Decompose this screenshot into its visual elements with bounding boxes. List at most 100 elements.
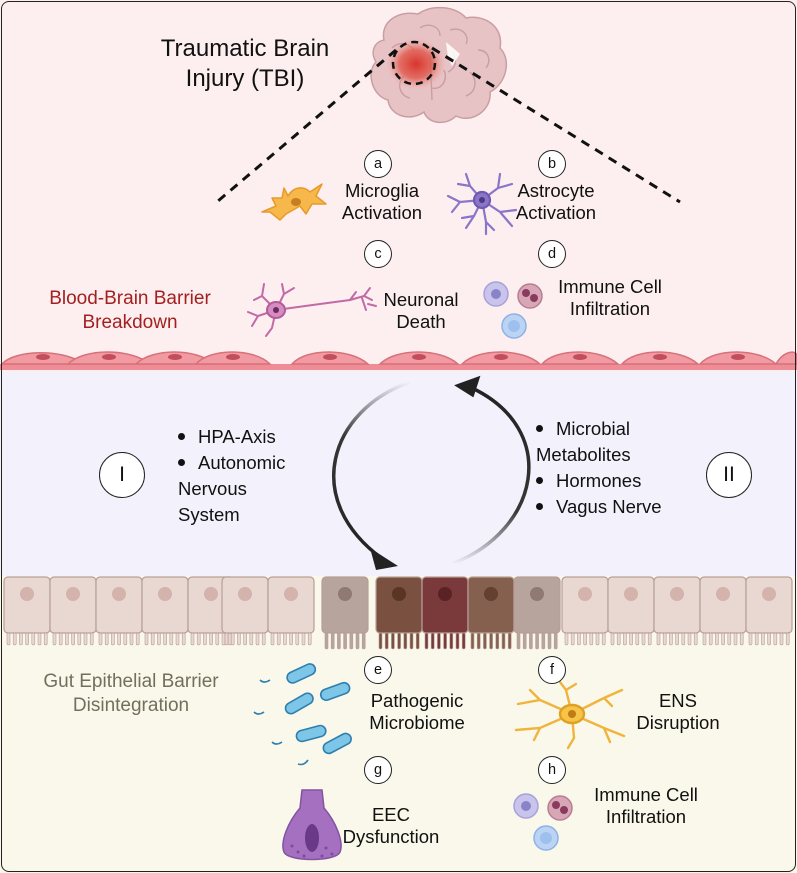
epithelial-cell — [221, 576, 269, 634]
epithelial-cell — [421, 576, 469, 634]
epithelial-nucleus — [238, 587, 252, 601]
epithelial-cell — [49, 576, 97, 634]
microvillus — [415, 632, 420, 650]
epithelial-nucleus — [530, 587, 544, 601]
microvillus — [77, 632, 82, 646]
arrow-head-down — [370, 548, 398, 570]
bullet-icon — [178, 458, 185, 466]
microvillus — [135, 632, 140, 646]
pathway-II-badge: II — [706, 452, 752, 498]
microvillus — [754, 632, 759, 646]
microvillus — [221, 632, 226, 646]
epithelial-cell — [3, 576, 51, 634]
microvillus — [430, 632, 435, 650]
bullet-icon — [178, 432, 185, 440]
microglia-activation-label: Microglia Activation — [341, 180, 423, 223]
microglia-icon — [261, 183, 327, 221]
endothelial-layer — [0, 351, 797, 370]
microvillus — [662, 632, 667, 646]
microvillus — [715, 632, 719, 646]
microvillus — [301, 632, 306, 646]
microvillus — [157, 632, 161, 646]
microvillus — [708, 632, 713, 646]
page-title: Traumatic Brain Injury (TBI) — [160, 35, 330, 92]
microvillus — [564, 632, 569, 646]
microvillus — [595, 632, 600, 646]
microvillus — [507, 632, 512, 650]
epithelial-nucleus — [438, 587, 452, 601]
microvillus — [283, 632, 287, 646]
brain-icon — [370, 6, 508, 124]
microvillus — [610, 632, 615, 646]
bullet-icon — [536, 502, 543, 510]
arrow-gut-to-brain — [451, 386, 531, 566]
microvillus — [337, 632, 341, 650]
microvillus — [237, 632, 241, 646]
microvillus — [727, 632, 732, 646]
immune-cell-infiltration-gut-label: Immune Cell Infiltration — [594, 784, 698, 827]
epithelial-nucleus — [284, 587, 298, 601]
epithelial-cell — [467, 576, 515, 634]
epithelial-nucleus — [762, 587, 776, 601]
microvillus — [104, 632, 109, 646]
microvillus — [547, 632, 552, 650]
microvillus — [589, 632, 594, 646]
neuronal-death-label: Neuronal Death — [383, 289, 459, 332]
microvillus — [175, 632, 180, 646]
microvillus — [437, 632, 441, 650]
immune-cells-gut-icon — [513, 793, 573, 851]
microvillus — [224, 632, 229, 646]
microvillus — [243, 632, 247, 646]
microvillus — [307, 632, 312, 646]
zoom-line-left — [217, 48, 397, 203]
arrow-head-up — [454, 375, 481, 398]
microvillus — [6, 632, 11, 646]
microvillus — [687, 632, 692, 646]
microvillus — [89, 632, 94, 646]
label-d: d — [538, 240, 566, 268]
microvillus — [255, 632, 260, 646]
pathogenic-microbiome-label: Pathogenic Microbiome — [369, 690, 465, 733]
microvillus — [150, 632, 155, 646]
microvillus — [71, 632, 75, 646]
epithelial-cell — [699, 576, 747, 634]
pathway-II-item-2: Hormones — [536, 468, 641, 494]
pathway-I-item-1: HPA-Axis — [178, 424, 276, 450]
microvillus — [656, 632, 661, 646]
epithelial-nucleus — [392, 587, 406, 601]
microvillus — [19, 632, 23, 646]
microvillus — [761, 632, 765, 646]
pathway-II-item-3: Vagus Nerve — [536, 494, 662, 520]
microvillus — [476, 632, 481, 650]
microvillus — [98, 632, 103, 646]
microvillus — [748, 632, 753, 646]
microvillus — [409, 632, 414, 650]
epithelial-cell — [745, 576, 793, 634]
ens-disruption-label: ENS Disruption — [636, 690, 720, 733]
microvillus — [483, 632, 487, 650]
label-g: g — [364, 756, 392, 784]
pathway-II-item-1: Microbial Metabolites — [536, 418, 631, 465]
microvillus — [553, 632, 558, 650]
microvillus — [461, 632, 466, 650]
microvillus — [163, 632, 167, 646]
gut-epithelium — [3, 576, 793, 650]
label-c: c — [364, 240, 392, 268]
label-h: h — [538, 756, 566, 784]
epithelial-cell — [513, 576, 561, 634]
microvillus — [270, 632, 275, 646]
microvillus — [330, 632, 335, 650]
microvillus — [169, 632, 174, 646]
microvillus — [384, 632, 389, 650]
eec-dysfunction-label: EEC Dysfunction — [342, 804, 440, 847]
microvillus — [43, 632, 48, 646]
microvillus — [324, 632, 329, 650]
epithelial-nucleus — [158, 587, 172, 601]
astrocyte-activation-label: Astrocyte Activation — [515, 180, 597, 223]
epithelial-nucleus — [624, 587, 638, 601]
microvillus — [227, 632, 232, 646]
microvillus — [535, 632, 539, 650]
epithelial-nucleus — [204, 587, 218, 601]
microvillus — [230, 632, 235, 646]
